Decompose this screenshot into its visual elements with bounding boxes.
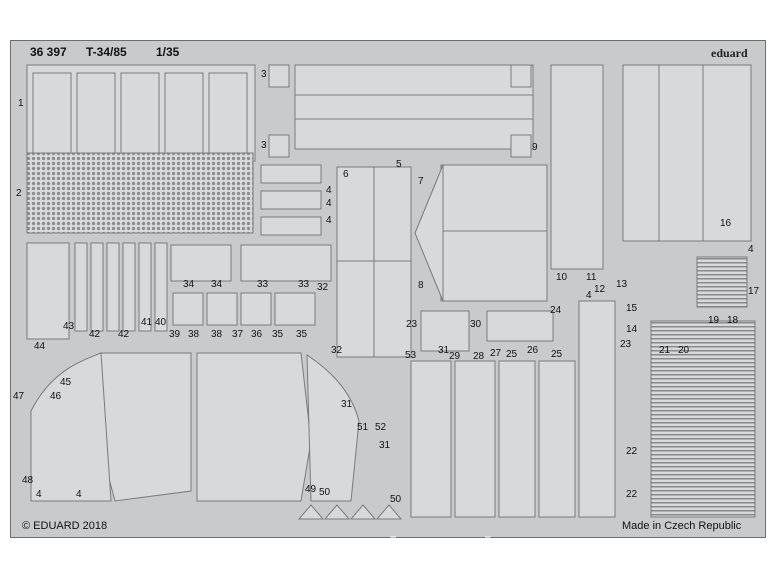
part-label-4: 4 — [326, 185, 332, 196]
part-label-49: 49 — [305, 484, 317, 495]
part-label-42: 42 — [118, 329, 130, 340]
part-7-8-panels — [414, 164, 548, 302]
part-label-42: 42 — [89, 329, 101, 340]
part-label-44: 44 — [34, 341, 46, 352]
part-label-29: 29 — [449, 351, 461, 362]
part-label-6: 6 — [343, 169, 349, 180]
part-17-grate — [696, 256, 748, 308]
brand-logo: eduard — [711, 46, 748, 60]
watermark: eduard — [350, 530, 496, 574]
part-label-25: 25 — [506, 349, 518, 360]
catalog-number: 36 397 — [30, 45, 67, 59]
part-label-48: 48 — [22, 475, 34, 486]
model-subject: T-34/85 — [86, 45, 127, 59]
part-label-11: 11 — [586, 272, 597, 283]
part-label-37: 37 — [232, 329, 244, 340]
part-label-52: 52 — [375, 422, 387, 433]
part-label-43: 43 — [63, 321, 75, 332]
part-label-23: 23 — [620, 339, 632, 350]
part-label-23: 23 — [406, 319, 418, 330]
part-24-30-bars — [420, 310, 554, 352]
part-label-21: 21 — [659, 345, 671, 356]
part-label-31: 31 — [341, 399, 353, 410]
part-label-33: 33 — [257, 279, 269, 290]
part-label-4: 4 — [326, 198, 332, 209]
part-label-38: 38 — [188, 329, 200, 340]
part-tall-panels — [550, 64, 752, 270]
part-label-4: 4 — [76, 489, 82, 500]
part-6-panel — [336, 166, 412, 358]
part-label-26: 26 — [527, 345, 539, 356]
part-label-31: 31 — [379, 440, 391, 451]
part-label-14: 14 — [626, 324, 638, 335]
part-label-36: 36 — [251, 329, 263, 340]
part-label-50: 50 — [319, 487, 331, 498]
part-label-1: 1 — [18, 98, 24, 109]
part-label-12: 12 — [594, 284, 606, 295]
part-4-clamps — [260, 164, 322, 236]
part-label-46: 46 — [50, 391, 62, 402]
copyright-text: © EDUARD 2018 — [22, 520, 108, 532]
part-middle-strips — [410, 300, 616, 518]
part-label-7: 7 — [418, 176, 424, 187]
part-1-hatch-covers — [26, 64, 256, 162]
part-label-9: 9 — [532, 142, 538, 153]
part-label-33: 33 — [298, 279, 310, 290]
part-label-50: 50 — [390, 494, 402, 505]
part-label-5: 5 — [396, 159, 402, 170]
part-label-4: 4 — [748, 244, 754, 255]
part-label-34: 34 — [183, 279, 195, 290]
part-label-10: 10 — [556, 272, 568, 283]
part-label-32: 32 — [331, 345, 343, 356]
part-label-45: 45 — [60, 377, 72, 388]
part-label-22: 22 — [626, 446, 638, 457]
part-label-19: 19 — [708, 315, 720, 326]
part-50-triangles — [297, 504, 403, 520]
photo-etch-fret — [10, 40, 766, 538]
part-label-24: 24 — [550, 305, 562, 316]
part-label-22: 22 — [626, 489, 638, 500]
part-42-43-strips — [26, 242, 168, 340]
part-label-4: 4 — [36, 489, 42, 500]
part-label-4: 4 — [326, 215, 332, 226]
part-label-18: 18 — [727, 315, 739, 326]
part-35-40-row — [172, 292, 316, 326]
part-label-35: 35 — [272, 329, 284, 340]
part-label-17: 17 — [748, 286, 760, 297]
part-33-34-small — [170, 244, 332, 282]
part-label-4: 4 — [586, 290, 592, 301]
part-label-3: 3 — [261, 140, 267, 151]
part-label-28: 28 — [473, 351, 485, 362]
fret-parts-drawing — [26, 64, 756, 520]
part-label-27: 27 — [490, 348, 502, 359]
part-label-38: 38 — [211, 329, 223, 340]
part-label-3: 3 — [261, 69, 267, 80]
part-label-31: 31 — [438, 345, 450, 356]
part-label-35: 35 — [296, 329, 308, 340]
part-label-34: 34 — [211, 279, 223, 290]
part-fender-plates — [30, 352, 360, 502]
part-label-13: 13 — [616, 279, 628, 290]
part-label-30: 30 — [470, 319, 482, 330]
part-label-51: 51 — [357, 422, 369, 433]
part-label-25: 25 — [551, 349, 563, 360]
origin-text: Made in Czech Republic — [622, 520, 742, 532]
part-5-top-panel — [294, 64, 534, 150]
part-18-21-grille — [650, 320, 756, 518]
part-3-brackets — [268, 64, 532, 158]
part-label-8: 8 — [418, 280, 424, 291]
part-label-20: 20 — [678, 345, 690, 356]
part-label-41: 41 — [141, 317, 153, 328]
part-2-mesh-screen — [26, 152, 254, 234]
scale-label: 1/35 — [156, 45, 180, 59]
part-label-47: 47 — [13, 391, 25, 402]
part-label-39: 39 — [169, 329, 181, 340]
part-label-2: 2 — [16, 188, 22, 199]
part-label-32: 32 — [317, 282, 329, 293]
part-label-53: 53 — [405, 350, 417, 361]
part-label-40: 40 — [155, 317, 167, 328]
part-label-15: 15 — [626, 303, 638, 314]
part-label-16: 16 — [720, 218, 732, 229]
